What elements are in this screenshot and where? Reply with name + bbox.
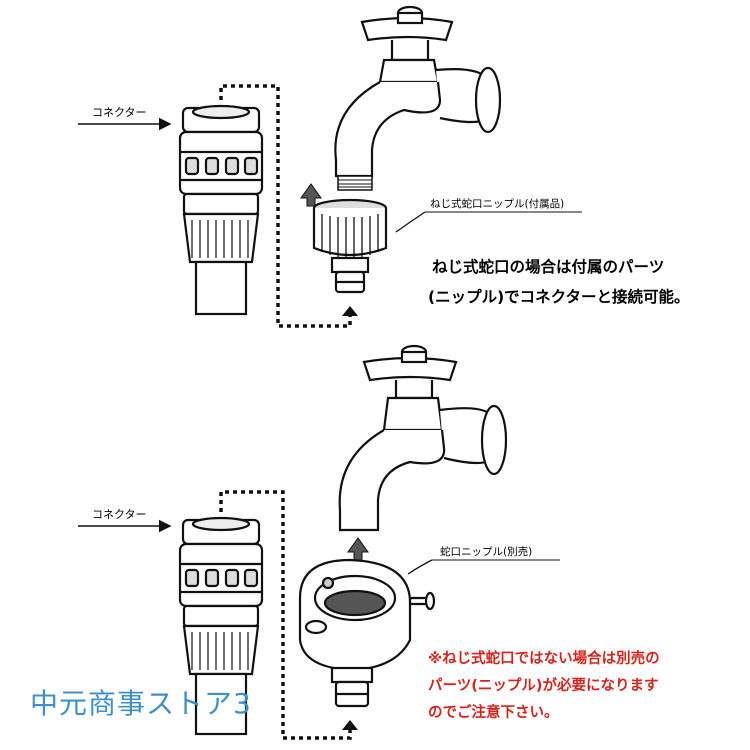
faucet-bottom [338,344,508,532]
hose-connector-top [178,104,264,316]
connector-label-top: コネクター [92,106,147,119]
note-line-2: (ニップル)でコネクターと接続可能。 [428,288,690,306]
connector-label-bottom: コネクター [92,508,147,521]
nipple-pointer-bottom [407,559,433,575]
faucet-nipple-universal [298,558,436,708]
threaded-nipple [312,198,388,294]
store-watermark: 中元商事ストア3 [30,687,252,720]
connection-dotted-line-bottom [219,490,352,740]
connection-dotted-line-top [219,84,352,328]
faucet-top [334,5,502,191]
up-arrow-bottom [347,537,369,561]
warning-line-3: のでご注意下さい。 [428,705,559,721]
connection-arrow-top [342,306,358,316]
note-line-1: ねじ式蛇口の場合は付属のパーツ [432,258,665,276]
nipple-pointer-top [395,211,426,233]
warning-line-1: ※ねじ式蛇口ではない場合は別売の [428,651,660,667]
hose-connector-bottom [178,516,264,736]
nipple-label-bottom: 蛇口ニップル(別売) [440,546,533,558]
warning-line-2: パーツ(ニップル)が必要になります [428,678,659,694]
connection-arrow-bottom [342,720,358,730]
nipple-label-top: ねじ式蛇口ニップル(付属品) [430,198,565,210]
up-arrow-top [300,183,322,207]
